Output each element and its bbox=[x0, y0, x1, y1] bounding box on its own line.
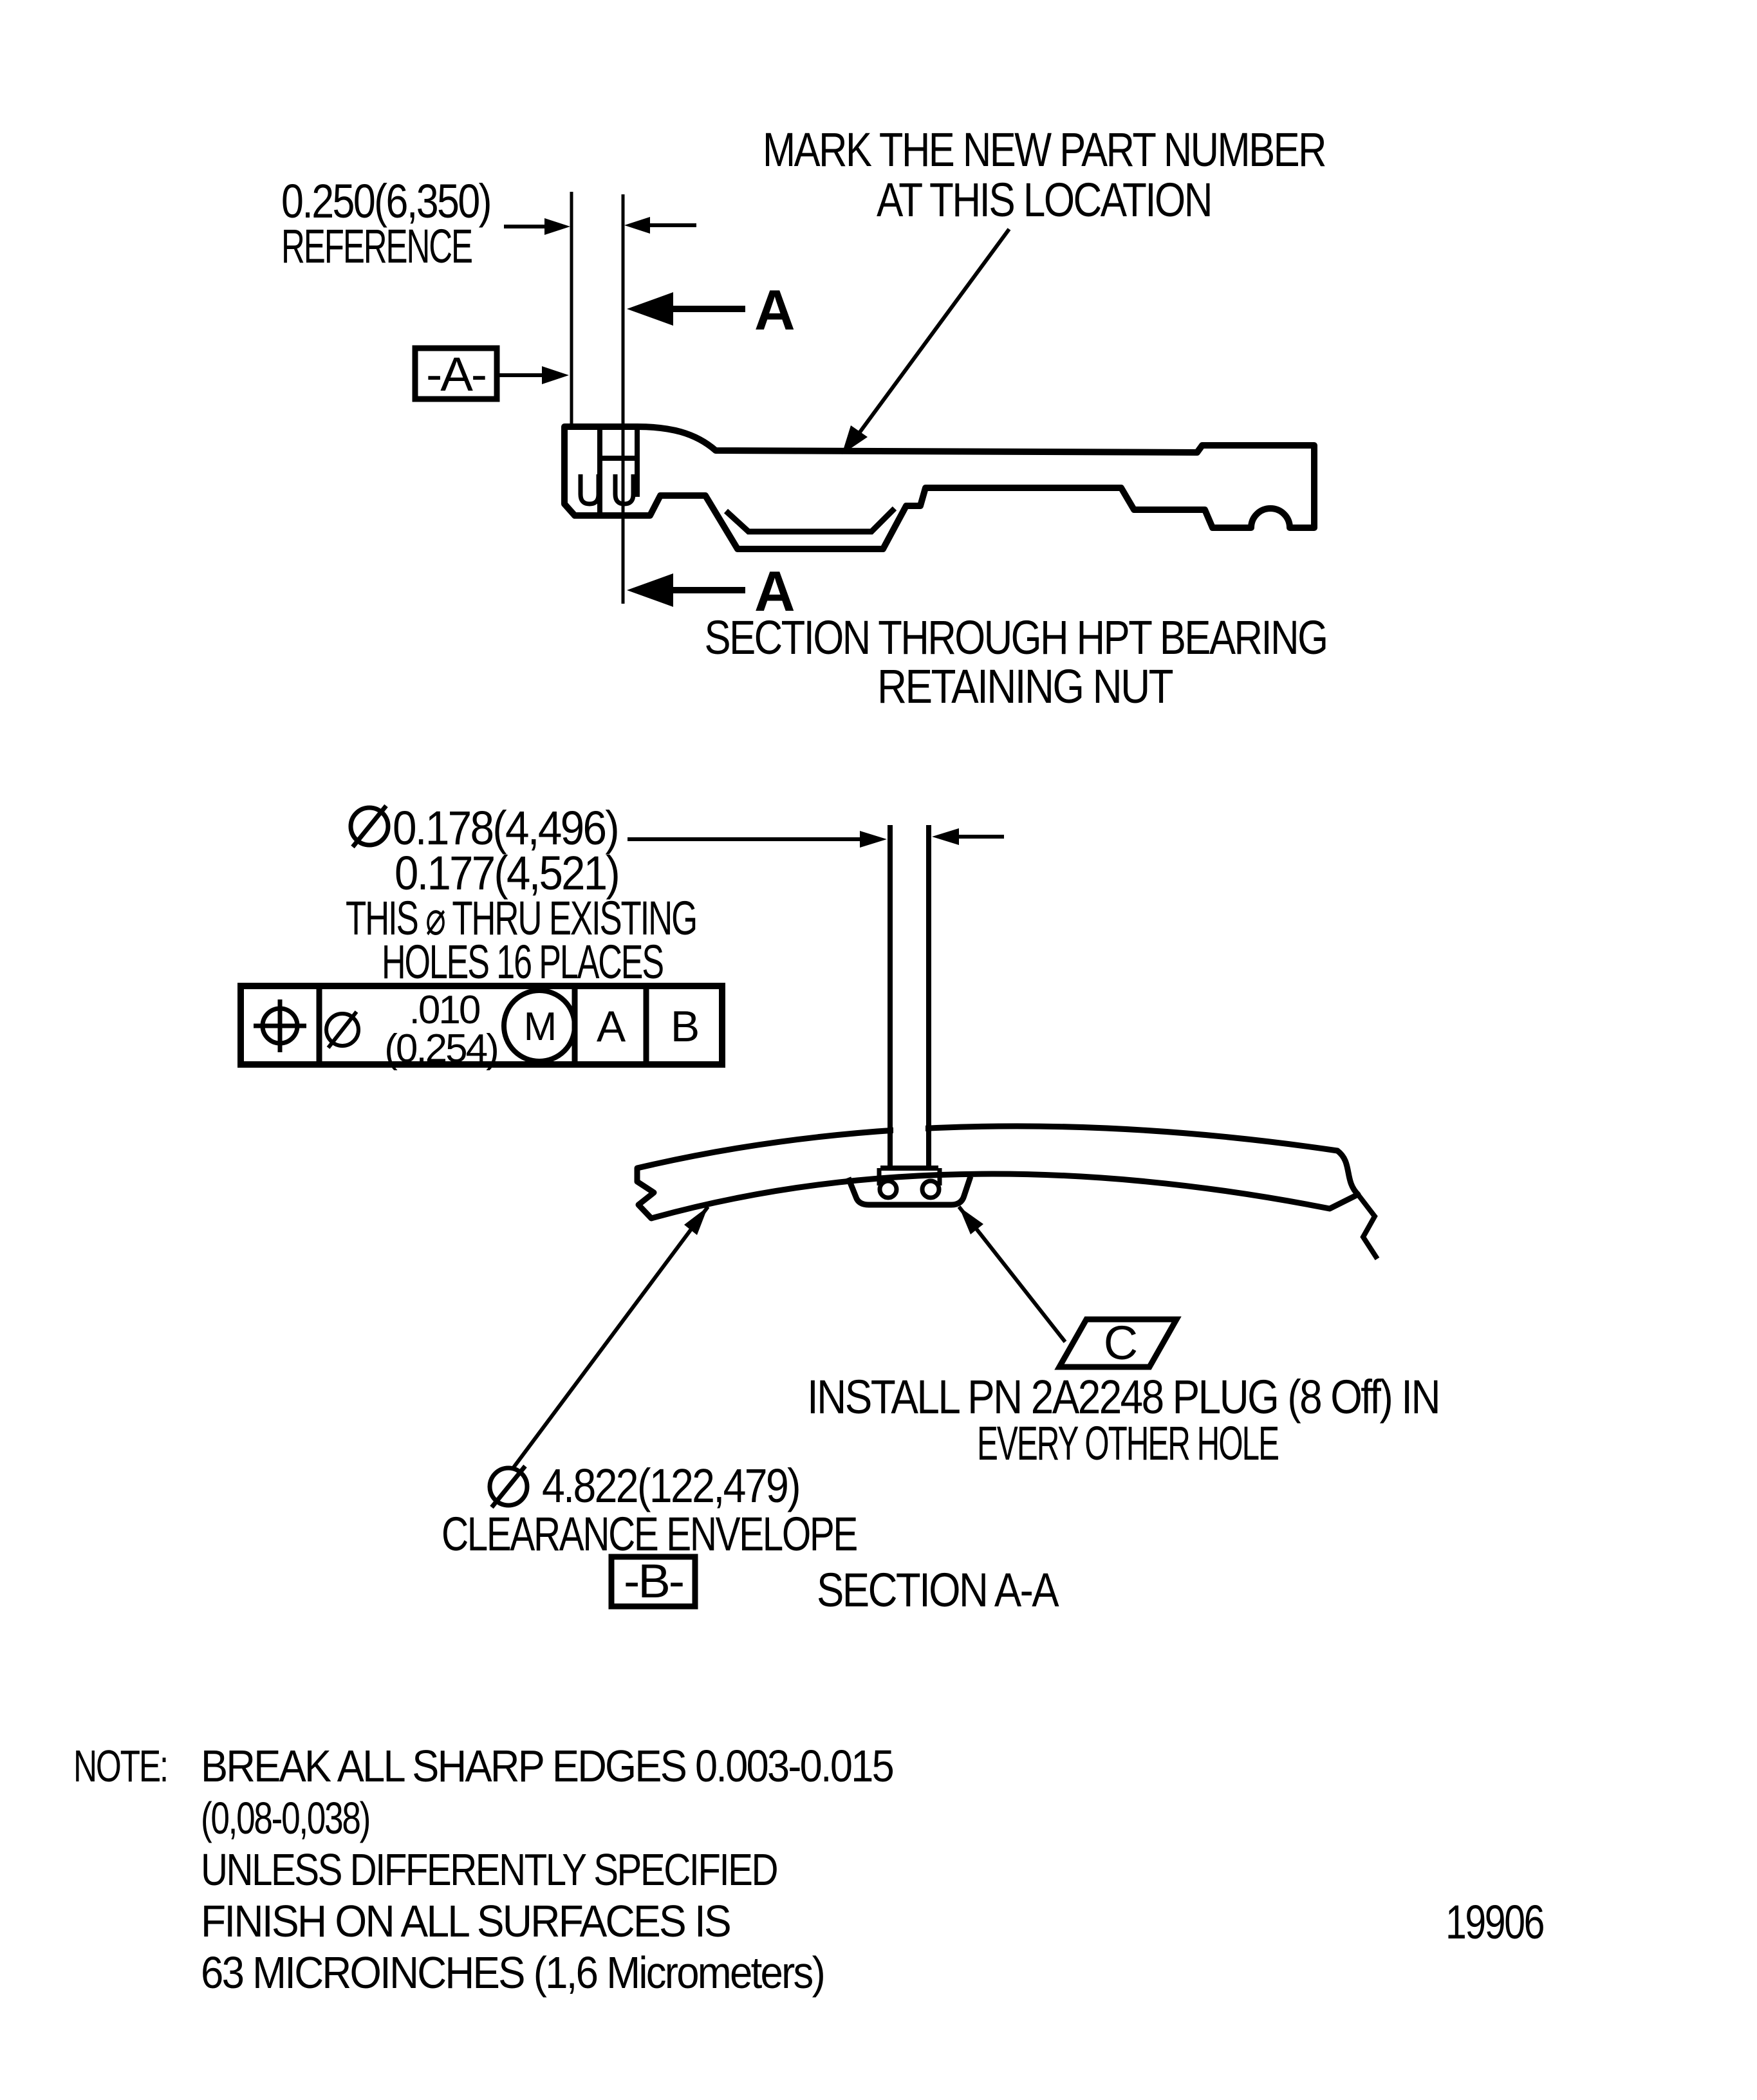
reference-dimension-value: 0.250(6,350) bbox=[281, 174, 490, 228]
notes-block: NOTE: BREAK ALL SHARP EDGES 0.003-0.015 … bbox=[73, 1741, 895, 1998]
section-arrow-upper-head bbox=[627, 292, 673, 326]
section-caption: SECTION A-A bbox=[817, 1563, 1059, 1617]
diameter-symbol-icon bbox=[348, 804, 391, 849]
plug-bulb-right bbox=[920, 1178, 942, 1200]
note-line-4: FINISH ON ALL SURFACES IS bbox=[201, 1896, 730, 1946]
fcf-primary-datum: A bbox=[597, 1002, 626, 1051]
mark-leader-line bbox=[844, 228, 1011, 452]
ref-dim-arrow-right-head bbox=[624, 217, 650, 234]
section-arrow-lower-label: A bbox=[754, 559, 795, 623]
datum-a-leader-arrowhead bbox=[542, 366, 569, 384]
section-arrow-lower-head bbox=[627, 573, 673, 607]
mmc-modifier-circle-icon bbox=[501, 988, 577, 1064]
flag-c-leader-arrowhead bbox=[959, 1207, 983, 1234]
plug-boss-pad bbox=[845, 1175, 974, 1208]
clearance-leader-arrowhead bbox=[684, 1207, 708, 1235]
feature-control-frame: .010 (0,254) M A B bbox=[237, 983, 725, 1071]
section-arrow-upper-label: A bbox=[754, 278, 795, 342]
clearance-label: CLEARANCE ENVELOPE bbox=[442, 1507, 857, 1561]
fcf-secondary-datum: B bbox=[671, 1002, 698, 1051]
flange-slot-left bbox=[578, 474, 601, 506]
datum-a-box bbox=[412, 345, 500, 402]
retaining-nut-outline bbox=[561, 423, 1317, 552]
figure-number: 19906 bbox=[1446, 1895, 1543, 1949]
plug-bulb-left bbox=[877, 1178, 899, 1200]
hole-dim-arrow-left-head bbox=[860, 831, 887, 848]
plug bbox=[845, 1166, 974, 1208]
reference-dimension-word: REFERENCE bbox=[281, 219, 472, 273]
top-view: MARK THE NEW PART NUMBER AT THIS LOCATIO… bbox=[281, 123, 1329, 713]
clearance-diameter-symbol-icon bbox=[487, 1464, 530, 1509]
mark-leader-arrowhead bbox=[842, 425, 868, 454]
hole-dim-arrow-right-head bbox=[932, 828, 959, 845]
install-note-line1: INSTALL PN 2A2248 PLUG (8 Off) IN bbox=[807, 1370, 1439, 1424]
note-prefix: NOTE: bbox=[73, 1741, 167, 1791]
fcf-material-modifier: M bbox=[524, 1005, 555, 1049]
note-line-5: 63 MICROINCHES (1,6 Micrometers) bbox=[201, 1947, 824, 1998]
flange-slot-right bbox=[613, 474, 636, 506]
note-line-2: (0,08-0,038) bbox=[201, 1793, 369, 1843]
clearance-diameter-value: 4.822(122,479) bbox=[542, 1459, 799, 1512]
datum-b-box bbox=[608, 1554, 698, 1610]
hole-note-line2: HOLES 16 PLACES bbox=[382, 935, 663, 989]
tray-inner-line bbox=[723, 506, 897, 535]
flag-c-parallelogram bbox=[1054, 1316, 1182, 1370]
clearance-leader-line bbox=[512, 1205, 710, 1469]
datum-b-label: -B- bbox=[624, 1554, 683, 1608]
install-note-line2: EVERY OTHER HOLE bbox=[977, 1417, 1278, 1470]
mark-callout-line2: AT THIS LOCATION bbox=[877, 173, 1211, 227]
hole-opening-mask bbox=[893, 1119, 925, 1142]
top-view-caption-line2: RETAINING NUT bbox=[877, 660, 1173, 713]
note-line-1: BREAK ALL SHARP EDGES 0.003-0.015 bbox=[201, 1741, 893, 1791]
flag-c-label: C bbox=[1104, 1316, 1137, 1370]
note-line-3: UNLESS DIFFERENTLY SPECIFIED bbox=[201, 1844, 777, 1895]
section-a-a-view: 0.178(4,496) 0.177(4,521) THIS ⌀ THRU EX… bbox=[237, 801, 1441, 1617]
fcf-tolerance-mm: (0,254) bbox=[384, 1027, 497, 1071]
nut-ring-band bbox=[634, 1123, 1361, 1222]
hole-diameter-line1: 0.178(4,496) bbox=[393, 801, 618, 855]
true-position-symbol-icon bbox=[254, 999, 306, 1052]
fcf-tolerance-inch: .010 bbox=[409, 988, 480, 1032]
fcf-diameter-symbol-icon bbox=[324, 1010, 360, 1049]
band-right-break-line bbox=[1355, 1193, 1380, 1261]
top-view-caption-line1: SECTION THROUGH HPT BEARING bbox=[705, 611, 1327, 664]
mark-callout-line1: MARK THE NEW PART NUMBER bbox=[763, 123, 1325, 176]
ref-dim-arrow-left-head bbox=[544, 218, 570, 235]
datum-a-label: -A- bbox=[426, 348, 485, 401]
hole-diameter-line2: 0.177(4,521) bbox=[395, 846, 618, 900]
hole-note-line1: THIS ⌀ THRU EXISTING bbox=[346, 891, 696, 945]
